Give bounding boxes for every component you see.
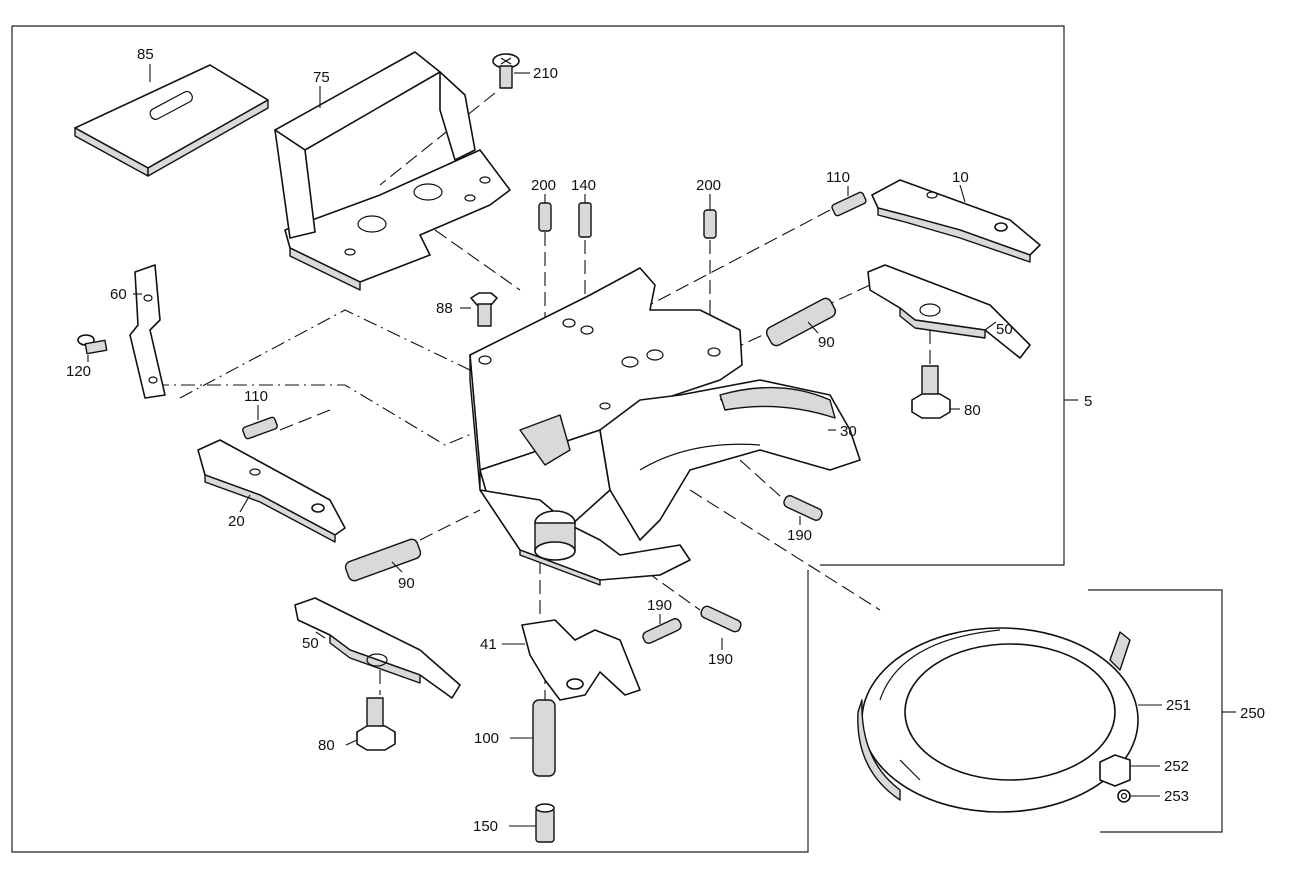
part-20-lever: [197, 439, 346, 543]
part-labels: 85 75 210 200 140 200 110 10 60 88 120 9…: [66, 46, 1265, 835]
label-85: 85: [137, 46, 154, 63]
part-85-plate: [74, 64, 269, 177]
label-252: 252: [1164, 758, 1189, 775]
part-30-slide: [719, 386, 836, 419]
part-100-spring: [532, 699, 556, 777]
part-90-spring-left: [344, 538, 422, 582]
label-190-right: 190: [787, 527, 812, 544]
part-150-set-screw: [535, 803, 555, 843]
part-251-ring: [857, 627, 1139, 813]
label-60: 60: [110, 286, 127, 303]
leader-lines: [87, 64, 1162, 827]
label-30: 30: [840, 423, 857, 440]
label-50-left: 50: [302, 635, 319, 652]
label-80-left: 80: [318, 737, 335, 754]
label-20: 20: [228, 513, 245, 530]
part-60-clip: [129, 264, 166, 399]
label-200-a: 200: [531, 177, 556, 194]
part-200-pin-b: [703, 209, 717, 239]
label-80-right: 80: [964, 402, 981, 419]
label-190-lower: 190: [708, 651, 733, 668]
part-253-screw: [1117, 789, 1131, 803]
label-50-right: 50: [996, 321, 1013, 338]
part-110-spring-left: [242, 416, 278, 440]
part-90-spring-right: [765, 297, 837, 347]
part-210-screw: [492, 53, 520, 89]
part-110-spring-top: [831, 191, 867, 217]
label-110-top: 110: [826, 169, 850, 186]
label-90-right: 90: [818, 334, 835, 351]
label-120: 120: [66, 363, 91, 380]
ring-group-bracket: [1088, 589, 1236, 833]
part-252-clamp-block: [1099, 754, 1131, 787]
label-190-left: 190: [647, 597, 672, 614]
assembly-frame: [11, 25, 1078, 853]
label-75: 75: [313, 69, 330, 86]
label-253: 253: [1164, 788, 1189, 805]
label-100: 100: [474, 730, 499, 747]
part-200-pin-a: [538, 202, 552, 232]
part-80-bolt-right: [911, 365, 951, 419]
part-190-pin-left: [642, 618, 682, 644]
part-41-latch: [521, 619, 641, 701]
label-150: 150: [473, 818, 498, 835]
part-50-lever-right: [867, 264, 1031, 359]
label-41: 41: [480, 636, 497, 653]
label-251: 251: [1166, 697, 1191, 714]
label-5: 5: [1084, 393, 1092, 410]
part-120-screw: [77, 334, 108, 355]
label-200-b: 200: [696, 177, 721, 194]
part-190-pin-lower: [700, 605, 742, 633]
label-140: 140: [571, 177, 596, 194]
part-88-bolt: [470, 292, 498, 327]
part-75-bracket: [274, 51, 511, 291]
label-90-left: 90: [398, 575, 415, 592]
label-210: 210: [533, 65, 558, 82]
part-50-lever-left: [294, 597, 461, 699]
part-80-bolt-left: [356, 697, 396, 751]
label-10: 10: [952, 169, 969, 186]
part-5-housing: [469, 267, 861, 586]
label-110-left: 110: [244, 388, 268, 405]
label-88: 88: [436, 300, 453, 317]
part-140-set-screw: [578, 202, 592, 238]
part-10-lever: [871, 179, 1041, 263]
part-190-pin-right: [783, 495, 823, 521]
label-250: 250: [1240, 705, 1265, 722]
